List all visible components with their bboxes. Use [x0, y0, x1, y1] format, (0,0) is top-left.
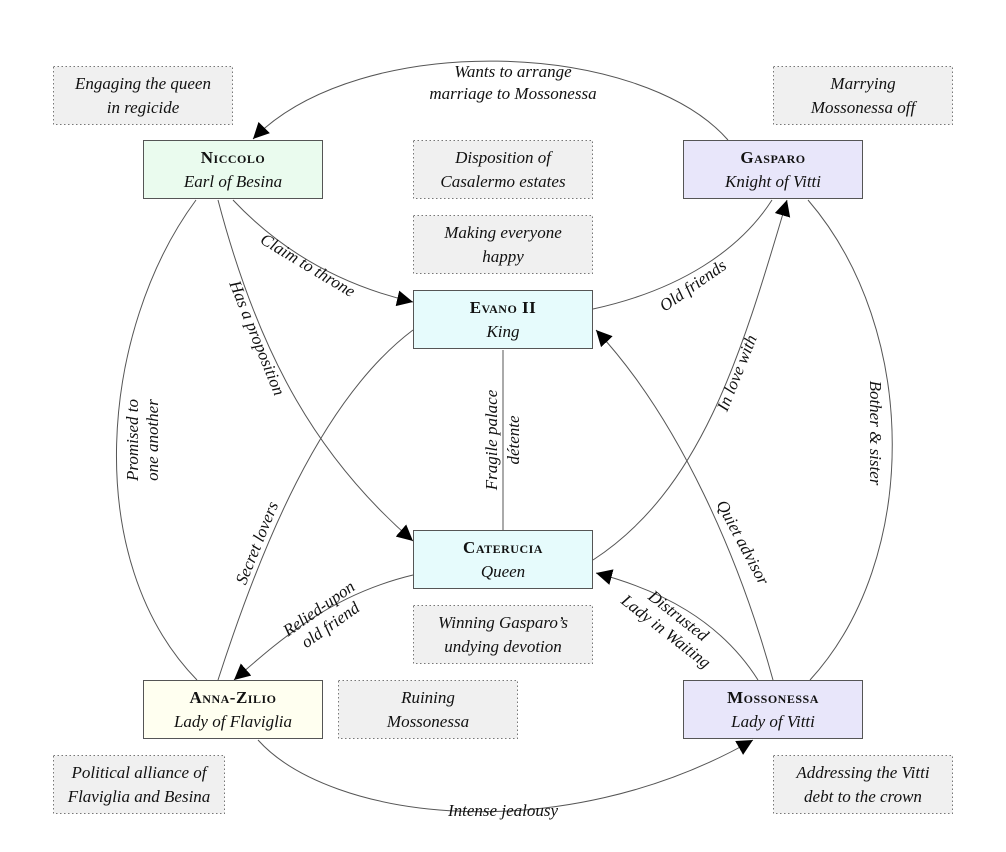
note-mossonessa: Addressing the Vitti debt to the crown: [773, 755, 953, 814]
node-gasparo-box: [683, 140, 863, 199]
edge-niccolo-evano: [232, 199, 414, 307]
svg-text:Mossonessa: Mossonessa: [386, 712, 469, 731]
svg-text:Engaging the queen: Engaging the queen: [74, 74, 211, 93]
node-gasparo[interactable]: Gasparo Knight of Vitti: [683, 140, 863, 199]
node-mossonessa[interactable]: Mossonessa Lady of Vitti: [683, 680, 863, 739]
node-caterucia-box: [413, 530, 593, 589]
svg-text:one another: one another: [143, 399, 162, 481]
svg-text:Mossonessa off: Mossonessa off: [810, 98, 918, 117]
node-caterucia-name: Caterucia: [463, 538, 543, 557]
svg-text:debt to the crown: debt to the crown: [804, 787, 922, 806]
note-caterucia: Winning Gasparo’s undying devotion: [413, 605, 593, 664]
svg-text:Wants to arrange: Wants to arrange: [454, 62, 572, 81]
node-caterucia-title: Queen: [481, 562, 525, 581]
edge-niccolo-annazilio: [116, 199, 198, 681]
svg-text:Disposition of: Disposition of: [454, 148, 553, 167]
edge-evano-gasparo: [592, 199, 773, 310]
edge-label-caterucia-annazilio: Relied-upon old friend: [279, 577, 364, 652]
node-gasparo-title: Knight of Vitti: [724, 172, 821, 191]
edge-label-gasparo-niccolo: Wants to arrange marriage to Mossonessa: [429, 62, 596, 103]
svg-text:Marrying: Marrying: [829, 74, 895, 93]
edge-evano-annazilio: [217, 329, 414, 681]
svg-text:Winning Gasparo’s: Winning Gasparo’s: [438, 613, 568, 632]
edge-mossonessa-caterucia: [595, 569, 759, 681]
note-gasparo: Marrying Mossonessa off: [773, 66, 953, 125]
svg-text:undying devotion: undying devotion: [444, 637, 562, 656]
svg-text:Addressing the Vitti: Addressing the Vitti: [795, 763, 929, 782]
edge-gasparo-mossonessa: [807, 199, 893, 681]
svg-text:Promised to: Promised to: [123, 399, 142, 482]
note-annazilio: Ruining Mossonessa: [338, 680, 518, 739]
node-mossonessa-name: Mossonessa: [727, 688, 819, 707]
svg-text:marriage to Mossonessa: marriage to Mossonessa: [429, 84, 596, 103]
node-niccolo-box: [143, 140, 323, 199]
node-niccolo-title: Earl of Besina: [183, 172, 282, 191]
node-caterucia[interactable]: Caterucia Queen: [413, 530, 593, 589]
edge-label-evano-annazilio: Secret lovers: [232, 498, 283, 587]
svg-text:Casalermo estates: Casalermo estates: [440, 172, 566, 191]
svg-text:in regicide: in regicide: [107, 98, 180, 117]
edge-caterucia-annazilio: [233, 574, 414, 681]
node-mossonessa-title: Lady of Vitti: [730, 712, 815, 731]
edge-label-gasparo-mossonessa: Bother & sister: [866, 381, 885, 486]
edges: [116, 60, 893, 813]
node-evano[interactable]: Evano II King: [413, 290, 593, 349]
node-annazilio[interactable]: Anna-Zilio Lady of Flaviglia: [143, 680, 323, 739]
edge-label-caterucia-gasparo: In love with: [713, 332, 761, 414]
edge-label-mossonessa-caterucia: Distrusted Lady in Waiting: [617, 586, 715, 672]
edge-label-annazilio-mossonessa: Intense jealousy: [447, 801, 558, 820]
svg-text:Ruining: Ruining: [400, 688, 455, 707]
note-casalermo: Disposition of Casalermo estates: [413, 140, 593, 199]
node-evano-box: [413, 290, 593, 349]
node-annazilio-name: Anna-Zilio: [190, 688, 277, 707]
svg-text:Flaviglia and Besina: Flaviglia and Besina: [67, 787, 211, 806]
svg-text:détente: détente: [504, 415, 523, 465]
node-gasparo-name: Gasparo: [740, 148, 805, 167]
edge-caterucia-gasparo: [592, 199, 791, 561]
svg-text:Fragile palace: Fragile palace: [482, 389, 501, 491]
edge-label-niccolo-caterucia: Has a proposition: [225, 277, 289, 398]
edge-mossonessa-evano: [595, 329, 774, 681]
edge-label-niccolo-annazilio: Promised to one another: [123, 399, 162, 482]
node-niccolo[interactable]: Niccolo Earl of Besina: [143, 140, 323, 199]
svg-text:Political alliance of: Political alliance of: [70, 763, 208, 782]
node-niccolo-name: Niccolo: [201, 148, 265, 167]
svg-text:happy: happy: [482, 247, 524, 266]
edge-label-evano-caterucia: Fragile palace détente: [482, 389, 523, 491]
node-evano-name: Evano II: [470, 298, 537, 317]
edge-annazilio-mossonessa: [257, 739, 754, 813]
edge-gasparo-niccolo: [252, 60, 729, 141]
edge-label-niccolo-evano: Claim to throne: [257, 230, 359, 302]
node-evano-title: King: [485, 322, 519, 341]
node-annazilio-title: Lady of Flaviglia: [173, 712, 292, 731]
edge-label-mossonessa-evano: Quiet advisor: [713, 497, 774, 588]
svg-text:Making everyone: Making everyone: [443, 223, 562, 242]
note-alliance: Political alliance of Flaviglia and Besi…: [53, 755, 225, 814]
note-niccolo: Engaging the queen in regicide: [53, 66, 233, 125]
note-evano: Making everyone happy: [413, 215, 593, 274]
node-mossonessa-box: [683, 680, 863, 739]
edge-niccolo-caterucia: [217, 199, 414, 542]
node-annazilio-box: [143, 680, 323, 739]
